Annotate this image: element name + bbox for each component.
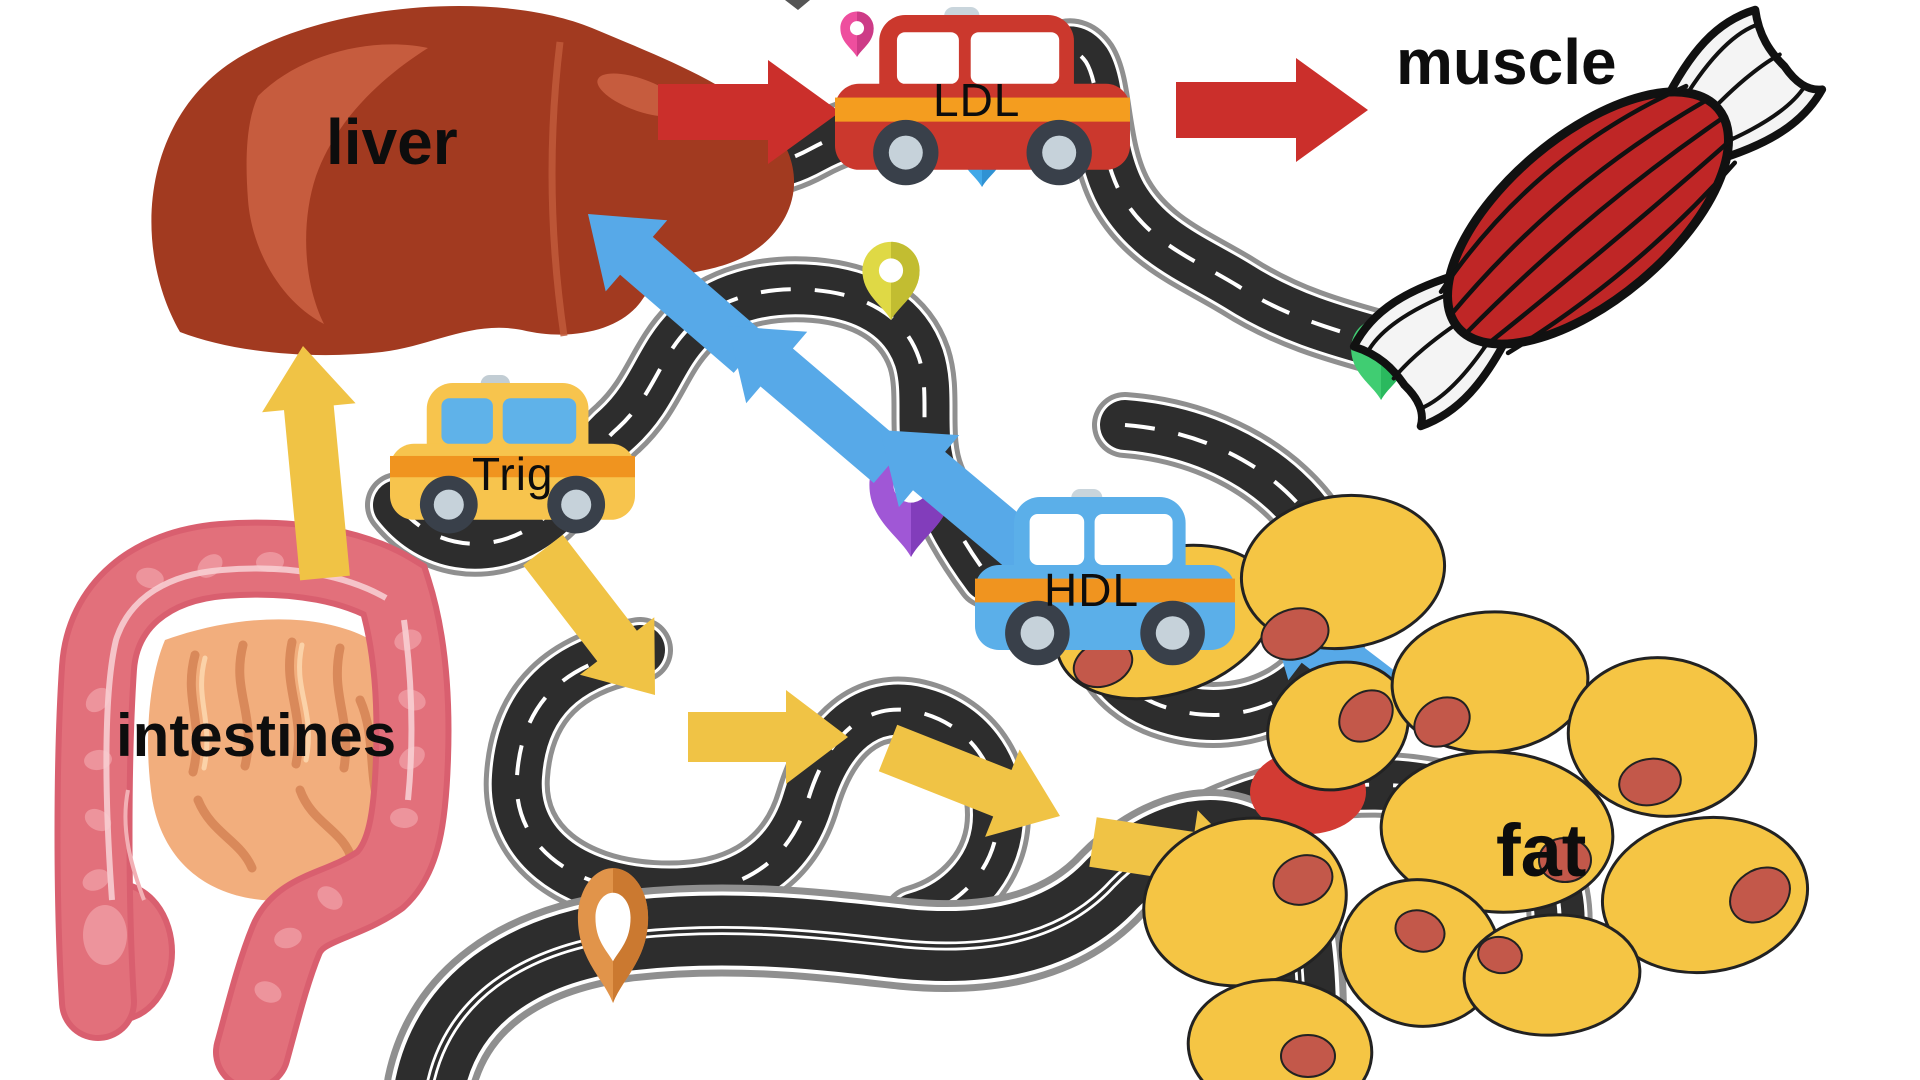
yellow-arrow-4 xyxy=(878,724,1060,837)
flow-arrows xyxy=(262,58,1418,904)
yellow-arrow-2 xyxy=(523,534,655,695)
clipped-shape-top xyxy=(785,0,810,10)
red-arrow-2 xyxy=(1176,58,1368,162)
blue-arrow-3 xyxy=(880,430,1057,584)
intestines-illustration xyxy=(54,519,452,1080)
trig-taxi-label: Trig xyxy=(472,448,554,500)
orange-pin xyxy=(577,868,649,1003)
yellow-arrow-1 xyxy=(262,346,356,581)
fat-cell xyxy=(1186,978,1374,1080)
fat-label: fat xyxy=(1496,809,1587,892)
red-arrow-1 xyxy=(658,60,840,164)
ldl-car xyxy=(835,7,1130,186)
fat-cell xyxy=(1266,660,1410,792)
fat-cell xyxy=(1390,610,1590,754)
blue-arrow-1 xyxy=(588,214,767,373)
fat-cell xyxy=(1566,656,1758,818)
pink-pin-top xyxy=(840,11,874,57)
hdl-car-label: HDL xyxy=(1044,564,1140,616)
fat-cell xyxy=(1239,493,1447,661)
vehicles xyxy=(390,7,1235,666)
fat-cell xyxy=(1462,913,1642,1037)
yellow-pin xyxy=(862,241,920,320)
liver-label: liver xyxy=(326,106,458,178)
intestines-label: intestines xyxy=(116,702,397,769)
yellow-arrow-3 xyxy=(688,690,848,784)
hdl-car xyxy=(975,489,1235,666)
fat-cells-illustration xyxy=(1054,493,1810,1080)
blue-arrow-2 xyxy=(728,326,907,483)
fat-cell xyxy=(1600,815,1810,975)
fat-cell xyxy=(1379,750,1615,914)
ldl-car-label: LDL xyxy=(933,74,1021,126)
muscle-label: muscle xyxy=(1396,26,1617,98)
trig-taxi xyxy=(390,375,635,534)
muscle-illustration xyxy=(1349,5,1827,431)
